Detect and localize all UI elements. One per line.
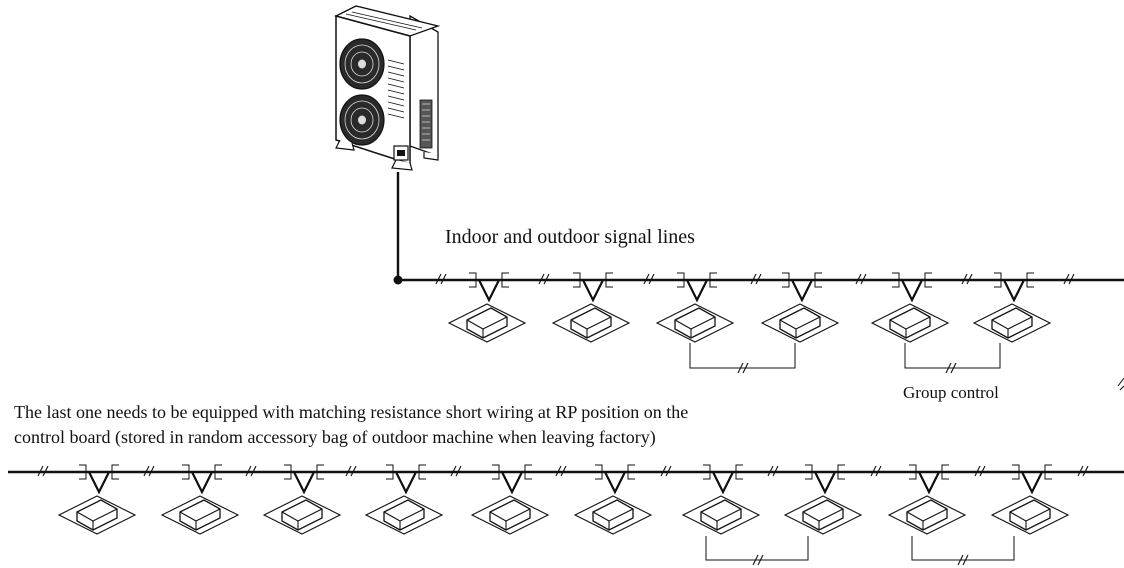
group-control-wires-row1: [689, 343, 1001, 369]
cassette-indoor-unit-icon: [761, 303, 839, 343]
drops-row1: [478, 279, 1025, 303]
connectors-row1: [469, 272, 1034, 288]
connectors-row2: [79, 464, 1052, 480]
cassette-indoor-unit-icon: [161, 495, 239, 535]
cassette-indoor-unit-icon: [784, 495, 862, 535]
group-control-wires-row2: [705, 536, 1015, 561]
junction-dot: [393, 275, 403, 285]
edge-mark: [1117, 377, 1124, 391]
outdoor-unit-icon: [334, 5, 441, 171]
cassette-indoor-unit-icon: [448, 303, 526, 343]
cassette-indoor-unit-icon: [973, 303, 1051, 343]
cassette-indoor-unit-icon: [263, 495, 341, 535]
termination-note-line2: control board (stored in random accessor…: [14, 427, 656, 447]
cassette-indoor-unit-icon: [656, 303, 734, 343]
indoor-units-row2: [58, 495, 1069, 535]
cassette-indoor-unit-icon: [682, 495, 760, 535]
cassette-indoor-unit-icon: [365, 495, 443, 535]
cassette-indoor-unit-icon: [574, 495, 652, 535]
cassette-indoor-unit-icon: [991, 495, 1069, 535]
cassette-indoor-unit-icon: [471, 495, 549, 535]
group-control-label: Group control: [903, 383, 999, 402]
cassette-indoor-unit-icon: [888, 495, 966, 535]
cassette-indoor-unit-icon: [58, 495, 136, 535]
termination-note-line1: The last one needs to be equipped with m…: [14, 402, 689, 422]
signal-lines-label: Indoor and outdoor signal lines: [445, 226, 695, 248]
indoor-units-row1: [448, 303, 1051, 343]
cassette-indoor-unit-icon: [552, 303, 630, 343]
drops-row2: [88, 471, 1043, 495]
cassette-indoor-unit-icon: [871, 303, 949, 343]
